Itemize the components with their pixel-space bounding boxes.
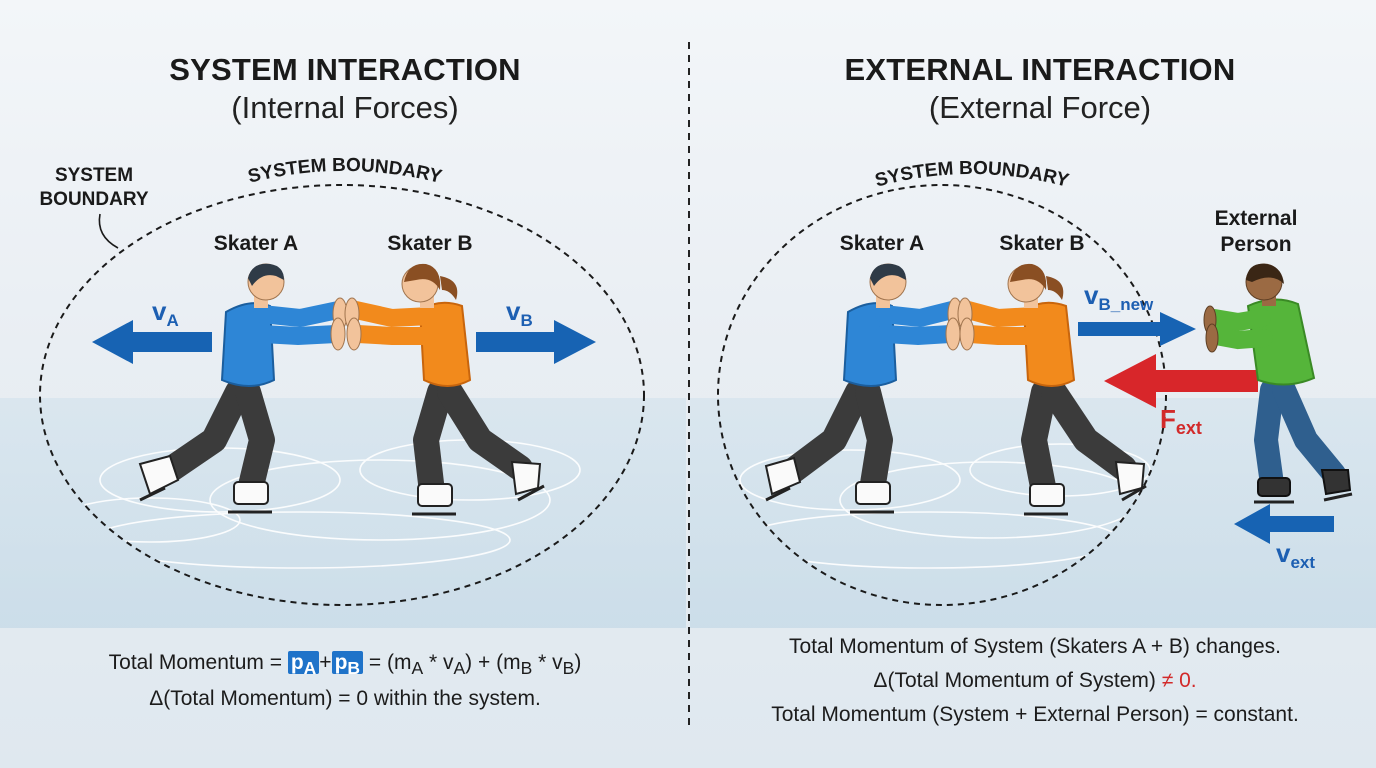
system-boundary-right: [717, 184, 1167, 606]
boundary-label-left: SYSTEM BOUNDARY: [246, 155, 444, 188]
figure-skater-a-left: [138, 263, 348, 514]
velocity-b-new-label: vB_new: [1084, 280, 1154, 315]
arrow-velocity-a: [92, 320, 212, 364]
left-formula-line2: Δ(Total Momentum) = 0 within the system.: [149, 687, 541, 710]
external-person-label-line2: Person: [1220, 233, 1292, 256]
figure-skater-a-right: [764, 263, 963, 514]
right-formula-line3: Total Momentum (System + External Person…: [771, 703, 1299, 726]
velocity-a-label: vA: [152, 296, 179, 331]
velocity-b-label: vvB: [506, 296, 533, 331]
outer-boundary-label-line2: BOUNDARY: [39, 189, 149, 210]
force-ext-label: Fext: [1160, 404, 1202, 439]
figure-skater-b-right: [957, 263, 1147, 516]
right-title: EXTERNAL INTERACTION: [844, 52, 1236, 87]
skater-b-label-left: Skater B: [387, 232, 473, 255]
boundary-label-right: SYSTEM BOUNDARY: [873, 158, 1071, 192]
outer-boundary-label: SYSTEM BOUNDARY: [24, 164, 164, 212]
velocity-ext-label: vext: [1276, 538, 1316, 573]
right-subtitle: (External Force): [928, 90, 1152, 125]
momentum-pa-box: pA: [287, 651, 320, 678]
skater-a-label-left: Skater A: [213, 232, 299, 255]
arrow-velocity-b-new: [1078, 312, 1196, 346]
outer-boundary-label-line1: SYSTEM: [54, 165, 134, 186]
momentum-pb-box: pB: [331, 651, 364, 678]
skater-a-label-right: Skater A: [839, 232, 925, 255]
right-formula-line1: Total Momentum of System (Skaters A + B)…: [789, 635, 1281, 658]
figure-external-person: [1203, 263, 1353, 504]
left-subtitle: (Internal Forces): [231, 90, 459, 125]
right-formula-line2: Δ(Total Momentum of System) ≠ 0.: [873, 669, 1197, 692]
arrow-force-ext: [1104, 354, 1258, 408]
skater-b-label-right: Skater B: [999, 232, 1085, 255]
external-person-label-line1: External: [1214, 207, 1298, 230]
external-person-label: External Person: [1196, 206, 1316, 258]
boundary-leader-line: [98, 213, 119, 249]
left-title: SYSTEM INTERACTION: [169, 52, 521, 87]
system-boundary-left: [39, 184, 645, 606]
arrow-velocity-b: [476, 320, 596, 364]
left-formula-line1: Total Momentum = pA+pB = (mA * vA) + (mB…: [108, 651, 582, 679]
arrow-velocity-ext: [1234, 504, 1334, 544]
figure-skater-b-left: [344, 263, 545, 516]
